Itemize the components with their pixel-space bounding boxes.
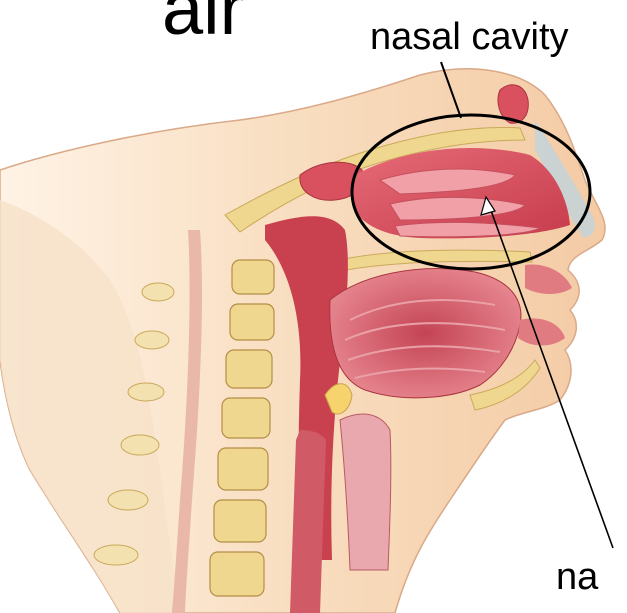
nasal-cavity-label: nasal cavity [370,18,569,56]
esophagus [290,430,326,613]
page-title-fragment: air [162,0,244,46]
bottom-partial-label: na [556,558,598,596]
